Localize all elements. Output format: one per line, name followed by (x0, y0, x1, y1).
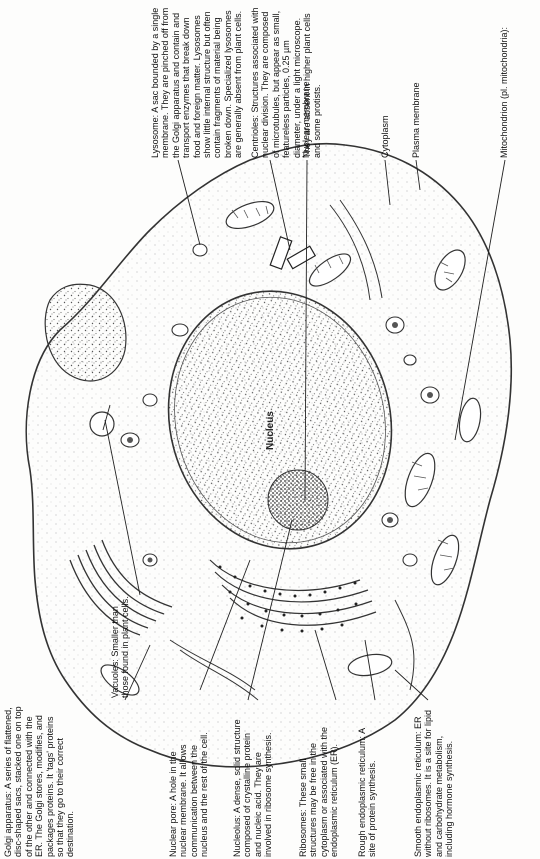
lysosome-label: Lysosome: A sac bounded by a single memb… (150, 2, 244, 158)
cytoplasm-label: Cytoplasm (380, 8, 390, 158)
vacuoles-label: Vacuoles: Smaller than those found in pl… (110, 583, 131, 698)
nucleolus-label: Nucleolus: A dense, solid structure comp… (232, 717, 274, 857)
mitochondrion-label: Mitochondrion (pl. mitochondria): (499, 8, 509, 158)
nucleus-label: Nucleus (265, 411, 276, 450)
nucleolus-shape (268, 470, 328, 530)
centrioles-label: Centrioles: Structures associated with n… (250, 2, 323, 158)
ribosomes-label: Ribosomes: These small structures may be… (298, 717, 340, 857)
golgi-label: Golgi apparatus: A series of flattened, … (3, 705, 76, 857)
plasma-membrane-label: Plasma membrane (411, 8, 421, 158)
rough-er-label: Rough endoplasmic reticulum: A site of p… (357, 717, 378, 857)
nuclear-pore-label: Nuclear pore: A hole in the nuclear memb… (168, 729, 210, 857)
smooth-er-label: Smooth endoplasmic reticulum: ER without… (413, 705, 455, 857)
nuclear-membrane-label: Nuclear membrane (301, 8, 311, 158)
vacuole-small (90, 412, 114, 436)
